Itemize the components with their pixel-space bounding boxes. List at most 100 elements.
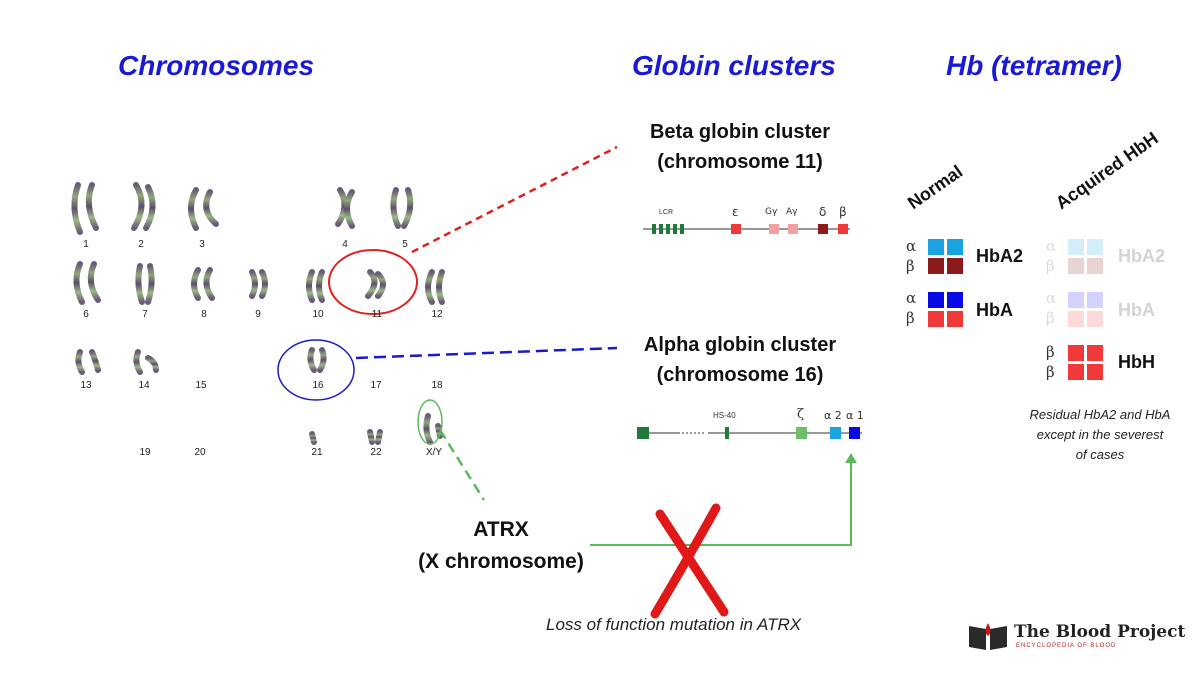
atrx-line2: (X chromosome): [418, 550, 584, 573]
zeta-gene: [796, 427, 807, 439]
alpha2-gene: [830, 427, 841, 439]
residual-note-line1: Residual HbA2 and HbA: [1029, 407, 1171, 422]
chromosome-label: 15: [195, 380, 207, 391]
alpha-symbol: α: [1046, 289, 1057, 307]
chromosome-5: [390, 187, 414, 229]
alpha-symbol: α: [906, 289, 917, 307]
chromosome-label: 9: [255, 309, 261, 320]
alpha-symbol: α: [1046, 237, 1057, 255]
chromosome-21: [309, 431, 323, 445]
chromosome-label: 14: [138, 380, 150, 391]
hba2-label: HbA2: [1118, 246, 1166, 266]
delta-label: δ: [819, 205, 827, 219]
chromosome-label: X/Y: [425, 447, 443, 458]
alpha-cluster-title: Alpha globin cluster (chromosome 16): [600, 330, 880, 390]
chromosome-7: [135, 263, 155, 305]
chromosome-3: [188, 187, 219, 231]
chromosome-label: 7: [142, 309, 148, 320]
hbh-label: HbH: [1118, 352, 1155, 372]
chromosome-4: [335, 187, 355, 229]
chromosome-label: 11: [371, 309, 383, 320]
atrx-label: ATRX (X chromosome): [391, 514, 611, 578]
chromosome-x-circle: [417, 399, 443, 445]
logo-title: The Blood Project: [1014, 622, 1185, 642]
alpha-cluster-title-line1: Alpha globin cluster: [643, 334, 837, 356]
beta-cluster-title-line2: (chromosome 11): [657, 151, 823, 173]
chromosomes-header: Chromosomes: [118, 50, 315, 81]
beta-connector-line: [411, 145, 618, 254]
chromosome-label: 12: [431, 309, 443, 320]
beta-cluster-title: Beta globin cluster (chromosome 11): [600, 117, 880, 177]
chromosome-label: 20: [194, 447, 206, 458]
chromosome-label: 3: [199, 239, 205, 250]
residual-note-line3: of cases: [1075, 447, 1125, 462]
delta-gene: [818, 224, 828, 234]
beta-gene: [838, 224, 848, 234]
chromosome-16: [307, 347, 327, 373]
chromosome-label: 17: [370, 380, 382, 391]
hs40-label: HS-40: [713, 411, 736, 420]
g-gamma-label: Gγ: [765, 207, 778, 217]
chromosome-22: [367, 429, 383, 445]
chromosome-label: 22: [370, 447, 382, 458]
chromosome-9: [249, 269, 268, 299]
atrx-line1: ATRX: [473, 518, 529, 541]
alpha-gene-map: [637, 427, 862, 439]
epsilon-label: ε: [732, 205, 739, 219]
residual-note-line2: except in the severest: [1036, 427, 1164, 442]
chromosome-label: 6: [83, 309, 89, 320]
chromosome-18: [429, 353, 445, 375]
alpha-upstream-element: [637, 427, 649, 439]
a-gamma-gene: [788, 224, 798, 234]
chromosome-10: [306, 269, 325, 303]
chromosome-label: 21: [311, 447, 323, 458]
chromosome-20: [192, 423, 207, 443]
beta-symbol: β: [1046, 257, 1055, 275]
blood-project-logo: The Blood Project ENCYCLOPEDIA OF BLOOD: [966, 620, 1185, 652]
beta-symbol: β: [1046, 363, 1055, 381]
book-drop-icon: [969, 623, 1007, 650]
alpha1-gene: [849, 427, 860, 439]
zeta-label: ζ: [797, 407, 805, 422]
arrow-head-icon: [845, 453, 857, 463]
chromosome-17: [367, 353, 383, 373]
chromosome-label: 1: [83, 239, 89, 250]
chromosome-label: 16: [312, 380, 324, 391]
a-gamma-label: Aγ: [786, 207, 798, 217]
chromosome-label: 19: [139, 447, 151, 458]
beta-gene-map: [643, 224, 850, 234]
atrx-connector-line: [438, 429, 486, 501]
chromosome-11-circle: [328, 249, 418, 315]
globin-clusters-header: Globin clusters: [632, 50, 836, 81]
hba-label: HbA: [1118, 300, 1155, 320]
chromosome-label: 4: [342, 239, 348, 250]
alpha2-label: α 2: [824, 409, 842, 422]
alpha-connector-line: [355, 346, 618, 360]
chromosome-15: [193, 351, 209, 375]
chromosome-11: [365, 269, 386, 299]
lcr-label: LCR: [659, 209, 674, 216]
atrx-regulation-arrow: [590, 462, 852, 546]
chromosome-12: [425, 269, 445, 305]
chromosome-label: 5: [402, 239, 408, 250]
alpha-symbol: α: [906, 237, 917, 255]
hba2-label: HbA2: [976, 246, 1024, 266]
chromosome-1: [71, 182, 99, 235]
beta-cluster-title-line1: Beta globin cluster: [649, 121, 831, 143]
chromosome-2: [131, 182, 156, 231]
hb-tetramer-header: Hb (tetramer): [946, 50, 1122, 81]
chromosome-8: [191, 267, 215, 301]
chromosome-16-circle: [277, 339, 355, 401]
chromosome-label: 8: [201, 309, 207, 320]
chromosome-label: 10: [312, 309, 324, 320]
hba-label: HbA: [976, 300, 1013, 320]
chromosome-label: 13: [80, 380, 92, 391]
chromosome-label: 2: [138, 239, 144, 250]
beta-symbol: β: [906, 309, 915, 327]
g-gamma-gene: [769, 224, 779, 234]
epsilon-gene: [731, 224, 741, 234]
chromosome-14: [133, 349, 159, 375]
chromosome-6: [73, 261, 101, 305]
alpha-cluster-title-line2: (chromosome 16): [656, 364, 824, 386]
